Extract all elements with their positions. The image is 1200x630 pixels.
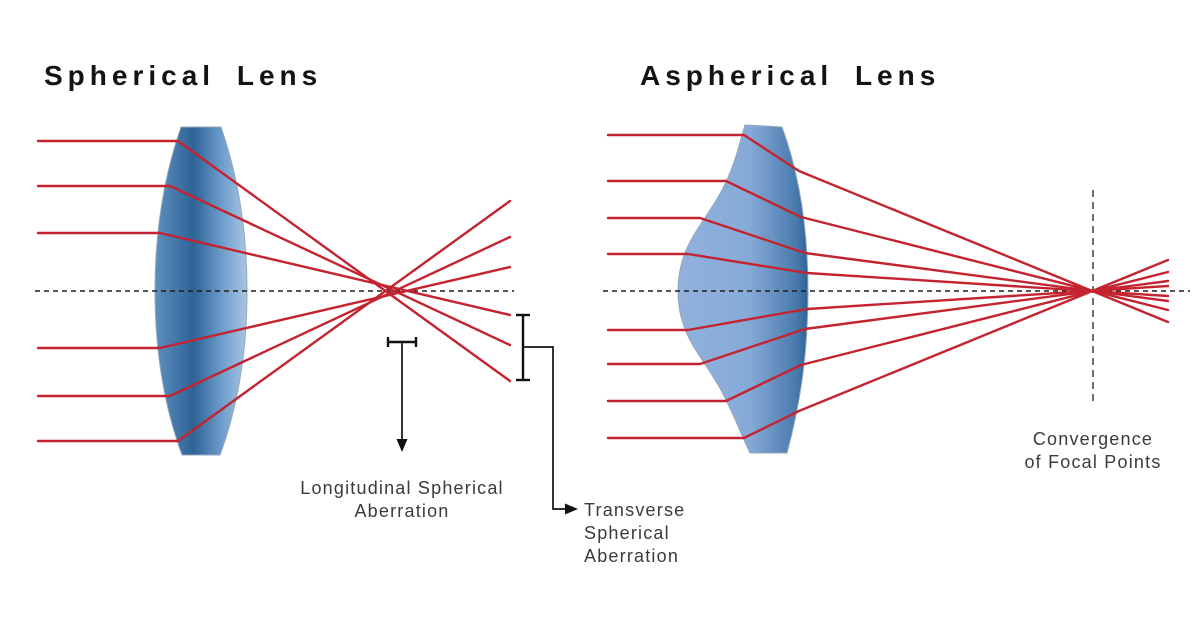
convergence-label: Convergence of Focal Points [1013,428,1173,474]
longitudinal-aberration-label-line1: Longitudinal Spherical [300,478,504,498]
ray-aspherical-1 [606,133,1170,324]
ray-spherical-4 [36,265,512,350]
ray-spherical-5 [36,235,512,398]
ray-aspherical-7 [606,270,1170,403]
ray-aspherical-8 [606,258,1170,440]
convergence-label-line1: Convergence [1032,429,1154,449]
ray-spherical-6 [36,199,512,443]
transverse-arrow-head [565,503,578,515]
aspherical-lens [677,124,809,454]
longitudinal-arrow-head [396,439,408,452]
ray-spherical-1 [36,139,512,383]
aspherical-lens-title: Aspherical Lens [640,60,941,91]
ray-aspherical-3 [606,216,1170,303]
transverse-aberration-label-line2: Spherical [584,523,670,543]
longitudinal-aberration-label-line2: Aberration [354,501,450,521]
transverse-aberration-label: Transverse Spherical Aberration [584,499,734,568]
transverse-aberration-label-line1: Transverse [584,500,686,520]
ray-aspherical-2 [606,179,1170,312]
convergence-label-line2: of Focal Points [1024,452,1162,472]
spherical-lens-title: Spherical Lens [44,60,323,91]
ray-spherical-3 [36,231,512,317]
ray-aspherical-5 [606,284,1170,332]
ray-aspherical-4 [606,252,1170,298]
transverse-aberration-label-line3: Aberration [584,546,680,566]
ray-aspherical-6 [606,279,1170,366]
transverse-connector [523,346,567,510]
longitudinal-aberration-label: Longitudinal Spherical Aberration [282,477,522,523]
